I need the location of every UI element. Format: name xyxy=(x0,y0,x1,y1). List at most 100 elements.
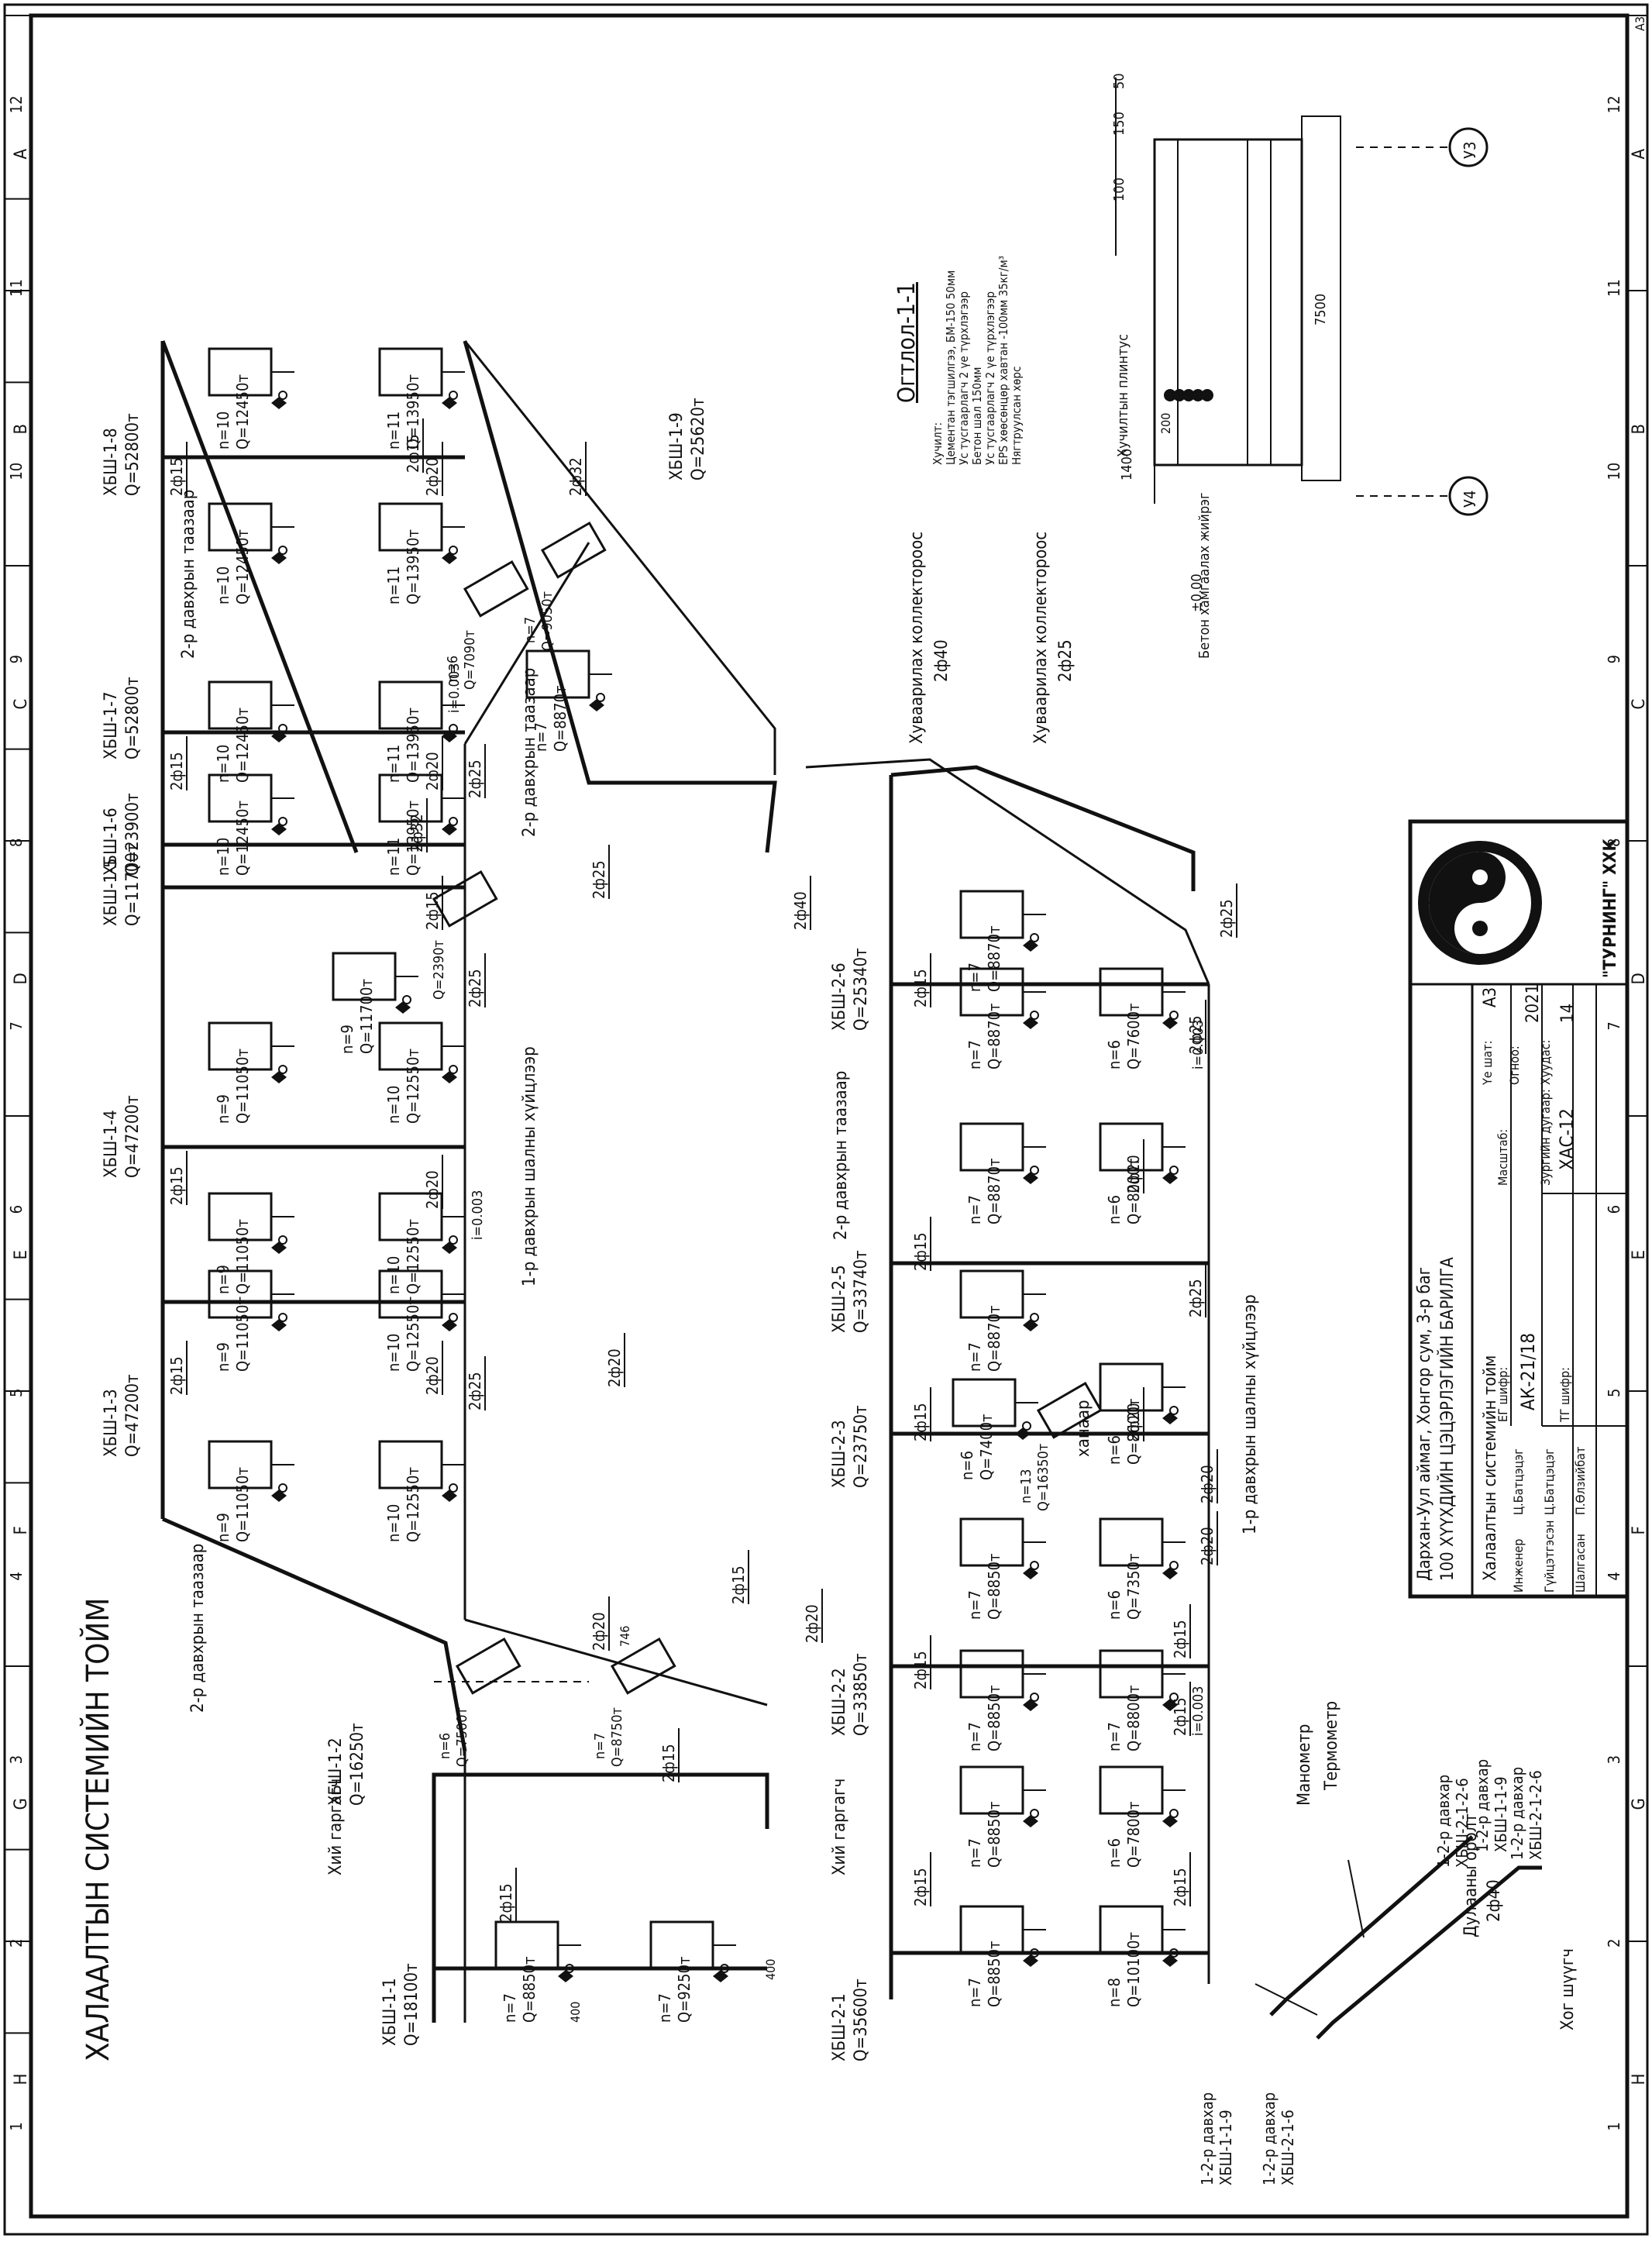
pipe-diameter-label: 2ф15 xyxy=(404,434,422,473)
riser-q: Q=16250т xyxy=(348,1723,367,1806)
valve-icon xyxy=(1030,1561,1039,1570)
grid-letter-right: G xyxy=(1630,1798,1649,1810)
pipe-diameter-label: 2ф15 xyxy=(167,752,186,790)
leader-2 xyxy=(1347,1859,1365,1938)
pipe-diameter-label: 2ф25 xyxy=(1186,1015,1205,1054)
valve-icon xyxy=(449,1313,458,1322)
radiator-sections: n=11 xyxy=(384,567,403,604)
valve-icon xyxy=(1169,1809,1179,1818)
valve-icon xyxy=(596,693,605,702)
diag-radiator-sections: n=7 xyxy=(522,617,539,643)
riser-id: ХБШ-1-3 xyxy=(102,1389,121,1457)
corner-label-line1: 1-2-р давхар xyxy=(1434,1775,1453,1868)
shutoff-valve-icon xyxy=(442,397,457,409)
riser-id: ХБШ-1-8 xyxy=(102,428,121,496)
pipe-dot-1 xyxy=(1164,389,1176,401)
radiator-sections: n=10 xyxy=(214,567,232,604)
pipe-diameter-label: 2ф25 xyxy=(1186,1279,1205,1317)
label-slope-2: i=0.003 xyxy=(470,1190,486,1240)
valve-icon xyxy=(1169,1406,1179,1415)
shutoff-valve-icon xyxy=(271,1490,287,1502)
valve-icon xyxy=(449,546,458,555)
riser-q: Q=23900т xyxy=(123,793,143,876)
valve-icon xyxy=(1169,1948,1179,1958)
valve-icon xyxy=(449,724,458,733)
riser-id: ХБШ-1-6 xyxy=(102,808,121,876)
radiator-load: Q=8870т xyxy=(985,1004,1003,1070)
radiator-load: Q=8850т xyxy=(985,1802,1003,1868)
label-air-vent-1: Хий гаргагч xyxy=(326,1779,346,1875)
riser-id: ХБШ-1-9 xyxy=(667,412,687,480)
shutoff-valve-icon xyxy=(1023,1017,1038,1029)
outer-frame xyxy=(3,3,1649,2236)
diag-radiator-sections: n=7 xyxy=(592,1733,608,1759)
label-slope-1: i=0.003 xyxy=(446,663,463,713)
pipe-diameter-label: 2ф15 xyxy=(911,1651,930,1689)
pipe-diameter-label: 2ф20 xyxy=(590,1612,608,1651)
grid-number-top: 8 xyxy=(7,839,26,847)
stamp-name: Ц.Батцэцэг xyxy=(1542,1448,1557,1515)
riser-id: ХБШ-1-4 xyxy=(102,1110,121,1178)
grid-number-bottom: 12 xyxy=(1605,95,1623,113)
valve-icon xyxy=(1030,933,1039,942)
radiator-load: Q=12550т xyxy=(404,1219,422,1294)
label-air-vent-2: Хий гаргагч xyxy=(830,1779,849,1875)
dim-200: 200 xyxy=(1158,413,1173,434)
shutoff-valve-icon xyxy=(1023,1954,1038,1967)
radiator-sections: n=9 xyxy=(338,1025,356,1054)
stamp-drawing-value: ХАС-12 xyxy=(1556,1108,1578,1170)
radiator-load: Q=13950т xyxy=(404,708,422,783)
diag-radiator-sections: n=6 xyxy=(445,656,461,682)
shutoff-valve-icon xyxy=(271,1242,287,1254)
stamp-date-value: 2021 xyxy=(1523,984,1543,1023)
radiator-load: Q=7400т xyxy=(977,1414,996,1481)
grid-letter-right: D xyxy=(1630,973,1649,984)
radiator-sections: n=9 xyxy=(214,1094,232,1124)
riser-id: ХБШ-2-1 xyxy=(830,1993,849,2061)
stamp-stage-value: А3 xyxy=(1481,987,1500,1007)
inlet-detail xyxy=(1254,1835,1542,2040)
axis-u3: У3 xyxy=(1461,142,1479,159)
radiator-load: Q=8850т xyxy=(985,1554,1003,1620)
pipe-diameter-label: 2ф20 xyxy=(423,1170,442,1209)
corner-label-line1: 1-2-р давхар xyxy=(1198,2092,1217,2185)
dim-7500: 7500 xyxy=(1313,294,1329,325)
pipe-dot-5 xyxy=(1201,389,1213,401)
leader-1 xyxy=(1254,1983,1318,2016)
riser-id: ХБШ-2-6 xyxy=(830,963,849,1031)
grid-number-bottom: 11 xyxy=(1605,279,1623,297)
diag-radiator-sections: n=13 xyxy=(1018,1469,1034,1503)
valve-icon xyxy=(278,546,287,555)
riser-q: Q=25340т xyxy=(852,948,871,1031)
dim-50: 50 xyxy=(1111,73,1127,89)
pipe-diameter-label: 2ф15 xyxy=(911,969,930,1007)
grid-number-top: 1 xyxy=(7,2122,26,2130)
valve-icon xyxy=(278,391,287,400)
label-dim-400-2: 400 xyxy=(763,1959,778,1980)
grid-letter-left: H xyxy=(12,2074,31,2085)
radiator-load: Q=12450т xyxy=(233,708,252,783)
pipe-diameter-label: 2ф20 xyxy=(605,1348,624,1387)
radiator-sections: n=6 xyxy=(1105,1435,1124,1465)
shutoff-valve-icon xyxy=(1162,1699,1178,1711)
dim-1400: 1400 xyxy=(1119,449,1135,480)
stamp-ef-label: ЕГ шифр: xyxy=(1495,1367,1510,1422)
stamp-project-2: 100 ХҮҮХДИЙН ЦЭЦЭРЛЭГИЙН БАРИЛГА xyxy=(1437,1257,1458,1581)
radiator-sections: n=10 xyxy=(384,1334,403,1372)
radiator-sections: n=7 xyxy=(965,1590,984,1620)
pipe-diameter-label: 2ф15 xyxy=(911,1403,930,1441)
shutoff-valve-icon xyxy=(442,823,457,835)
radiator-load: Q=11050т xyxy=(233,1467,252,1542)
pipe-diameter-label: 2ф20 xyxy=(803,1604,821,1643)
radiator-load: Q=8870т xyxy=(985,1306,1003,1372)
stamp-roles: ИнженерЦ.БатцэцэгГүйцэтгэсэнЦ.БатцэцэгШа… xyxy=(1511,1447,1588,1593)
pipe-diameter-label: 2ф25 xyxy=(466,1372,484,1410)
diagonal-return-left xyxy=(464,1618,768,1706)
section-layer-note: EPS хөөсөнцөр хавтан -100мм 35кг/м³ xyxy=(996,256,1010,465)
label-floor2-ceiling-2: 2-р давхрын таазаар xyxy=(520,668,539,837)
pipe-diameter-label: 2ф25 xyxy=(466,969,484,1007)
pipe-diameter-label: 2ф15 xyxy=(1171,1868,1189,1906)
